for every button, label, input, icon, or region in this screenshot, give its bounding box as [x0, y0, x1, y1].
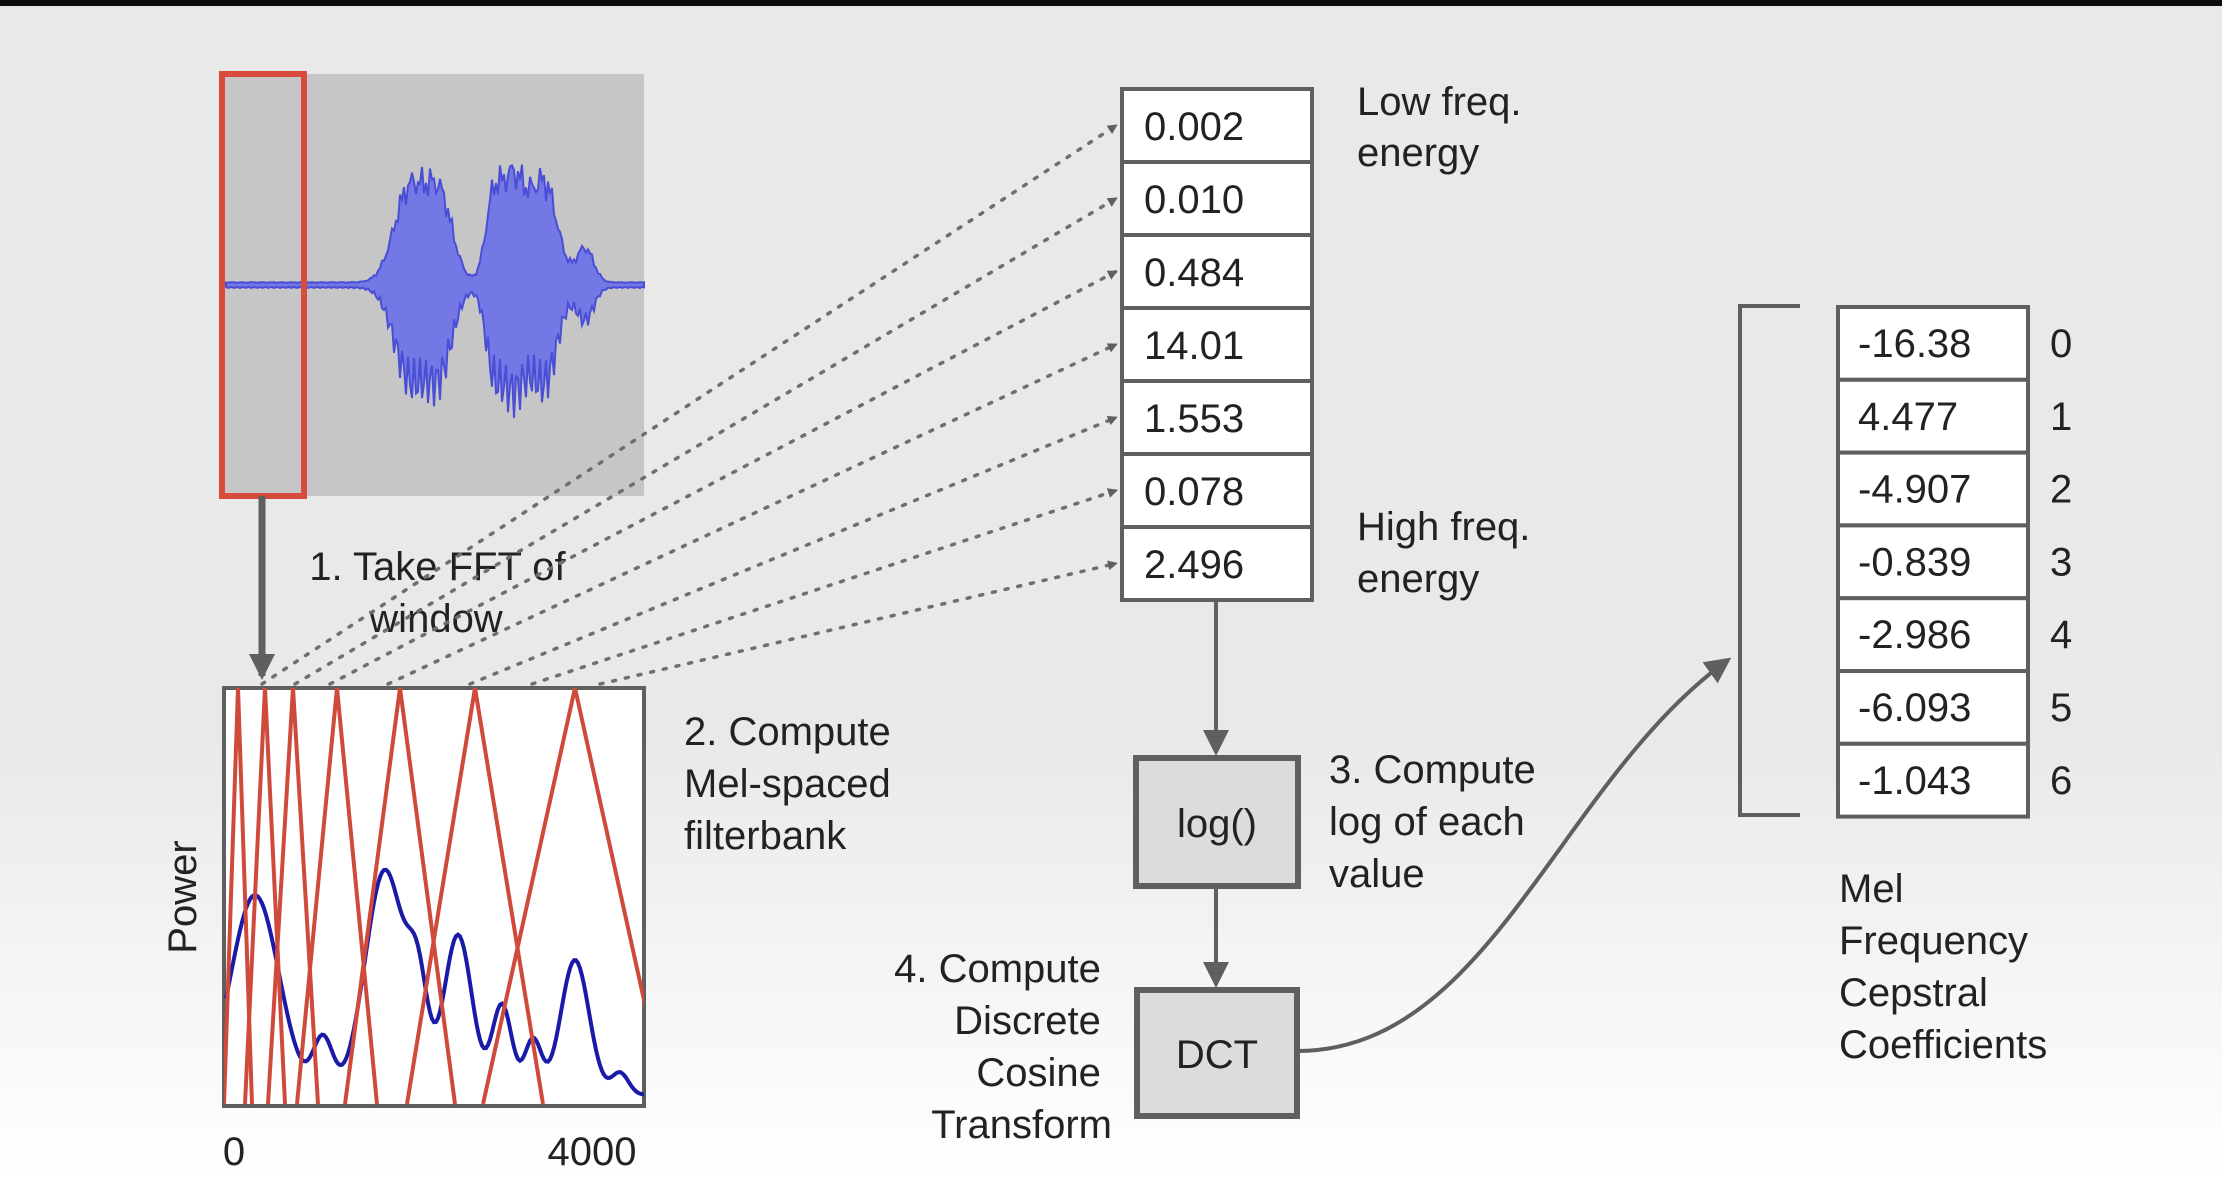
energy-value: 0.002	[1144, 105, 1244, 149]
dct-box-label: DCT	[1176, 1033, 1258, 1077]
filter-mapping-line	[530, 488, 1118, 686]
mfcc-value: -4.907	[1858, 468, 1971, 512]
y-axis-label: Power	[161, 840, 205, 953]
mfcc-index: 3	[2050, 540, 2072, 584]
filter-mapping-line	[293, 196, 1118, 686]
top-bar	[0, 0, 2222, 6]
mfcc-cell: -16.38 0	[1836, 305, 2072, 382]
mel-filter	[481, 688, 644, 1105]
mfcc-value: -0.839	[1858, 540, 1971, 584]
x-tick-label-start: 0	[223, 1130, 245, 1174]
plot-frame	[222, 686, 646, 1108]
power-spectrum-plot: Power 0 4000	[161, 686, 646, 1174]
mfcc-index: 0	[2050, 322, 2072, 366]
mfcc-caption: Mel Frequency Cepstral Coefficients	[1839, 867, 2047, 1067]
energy-cell-box	[1120, 525, 1314, 602]
waveform-panel	[219, 71, 645, 499]
mfcc-index: 1	[2050, 395, 2072, 439]
filter-mapping-line	[328, 269, 1118, 686]
mfcc-cell: -2.986 4	[1836, 596, 2072, 674]
energy-cell: 0.010	[1120, 160, 1314, 237]
energy-value: 0.078	[1144, 470, 1244, 514]
x-tick-label-end: 4000	[548, 1130, 637, 1174]
mfcc-cell: -4.907 2	[1836, 450, 2072, 528]
filterbank-energy-column: 0.002 0.010 0.484 14.01 1.553 0.078 2.496	[1120, 87, 1314, 602]
energy-cell: 14.01	[1120, 306, 1314, 383]
low-freq-energy-label: Low freq. energy	[1357, 80, 1533, 175]
log-box-label: log()	[1177, 802, 1257, 846]
step-4-label: 4. Compute Discrete Cosine Transform	[894, 947, 1112, 1147]
mfcc-bracket	[1738, 304, 1800, 817]
energy-cell: 2.496	[1120, 525, 1314, 602]
energy-cell: 0.484	[1120, 233, 1314, 310]
mfcc-value: -2.986	[1858, 613, 1971, 657]
mfcc-cell: -1.043 6	[1836, 741, 2072, 819]
filter-mapping-line	[386, 342, 1118, 686]
energy-cell-box	[1120, 160, 1314, 237]
energy-value: 0.484	[1144, 251, 1244, 295]
mfcc-cell: -0.839 3	[1836, 523, 2072, 601]
energy-value: 2.496	[1144, 543, 1244, 587]
power-spectrum-curve	[224, 867, 644, 1097]
dct-to-mfcc-arrow	[1296, 657, 1732, 1053]
mfcc-value: 4.477	[1858, 395, 1958, 439]
mfcc-cell-box	[1836, 377, 2030, 455]
waveform	[225, 163, 645, 418]
energy-cell-box	[1120, 87, 1314, 164]
energy-cell: 0.078	[1120, 452, 1314, 529]
mfcc-value: -16.38	[1858, 322, 1971, 366]
mfcc-value: -6.093	[1858, 686, 1971, 730]
mel-filter	[405, 688, 545, 1105]
energy-value: 1.553	[1144, 397, 1244, 441]
dct-box	[1134, 987, 1300, 1119]
energy-cell-box	[1120, 233, 1314, 310]
mfcc-index: 6	[2050, 759, 2072, 803]
step-2-label: 2. Compute Mel-spaced filterbank	[684, 710, 902, 858]
energy-cell: 1.553	[1120, 379, 1314, 456]
energy-value: 14.01	[1144, 324, 1244, 368]
mfcc-index: 2	[2050, 468, 2072, 512]
step-3-label: 3. Compute log of each value	[1329, 748, 1547, 896]
high-freq-energy-label: High freq. energy	[1357, 505, 1542, 601]
mel-filter	[224, 688, 254, 1105]
energy-cell: 0.002	[1120, 87, 1314, 164]
energy-cell-box	[1120, 306, 1314, 383]
mfcc-cell-box	[1836, 596, 2030, 674]
mfcc-cell-box	[1836, 305, 2030, 382]
mfcc-cell: -6.093 5	[1836, 669, 2072, 746]
filter-mapping-line	[598, 560, 1118, 686]
mfcc-index: 5	[2050, 686, 2072, 730]
mfcc-cell-box	[1836, 741, 2030, 819]
mfcc-column: -16.38 0 4.477 1 -4.907 2 -0.839 3 -2.986 4 -6.093…	[1836, 305, 2072, 819]
mel-filters	[224, 688, 644, 1105]
energy-value: 0.010	[1144, 178, 1244, 222]
mel-filter	[343, 688, 457, 1105]
energy-cell-box	[1120, 452, 1314, 529]
mfcc-cell: 4.477 1	[1836, 377, 2072, 455]
filter-mapping-line	[260, 123, 1118, 686]
filter-to-energy-lines	[260, 123, 1118, 686]
mfcc-index: 4	[2050, 613, 2072, 657]
filter-mapping-line	[468, 415, 1118, 686]
mfcc-value: -1.043	[1858, 759, 1971, 803]
